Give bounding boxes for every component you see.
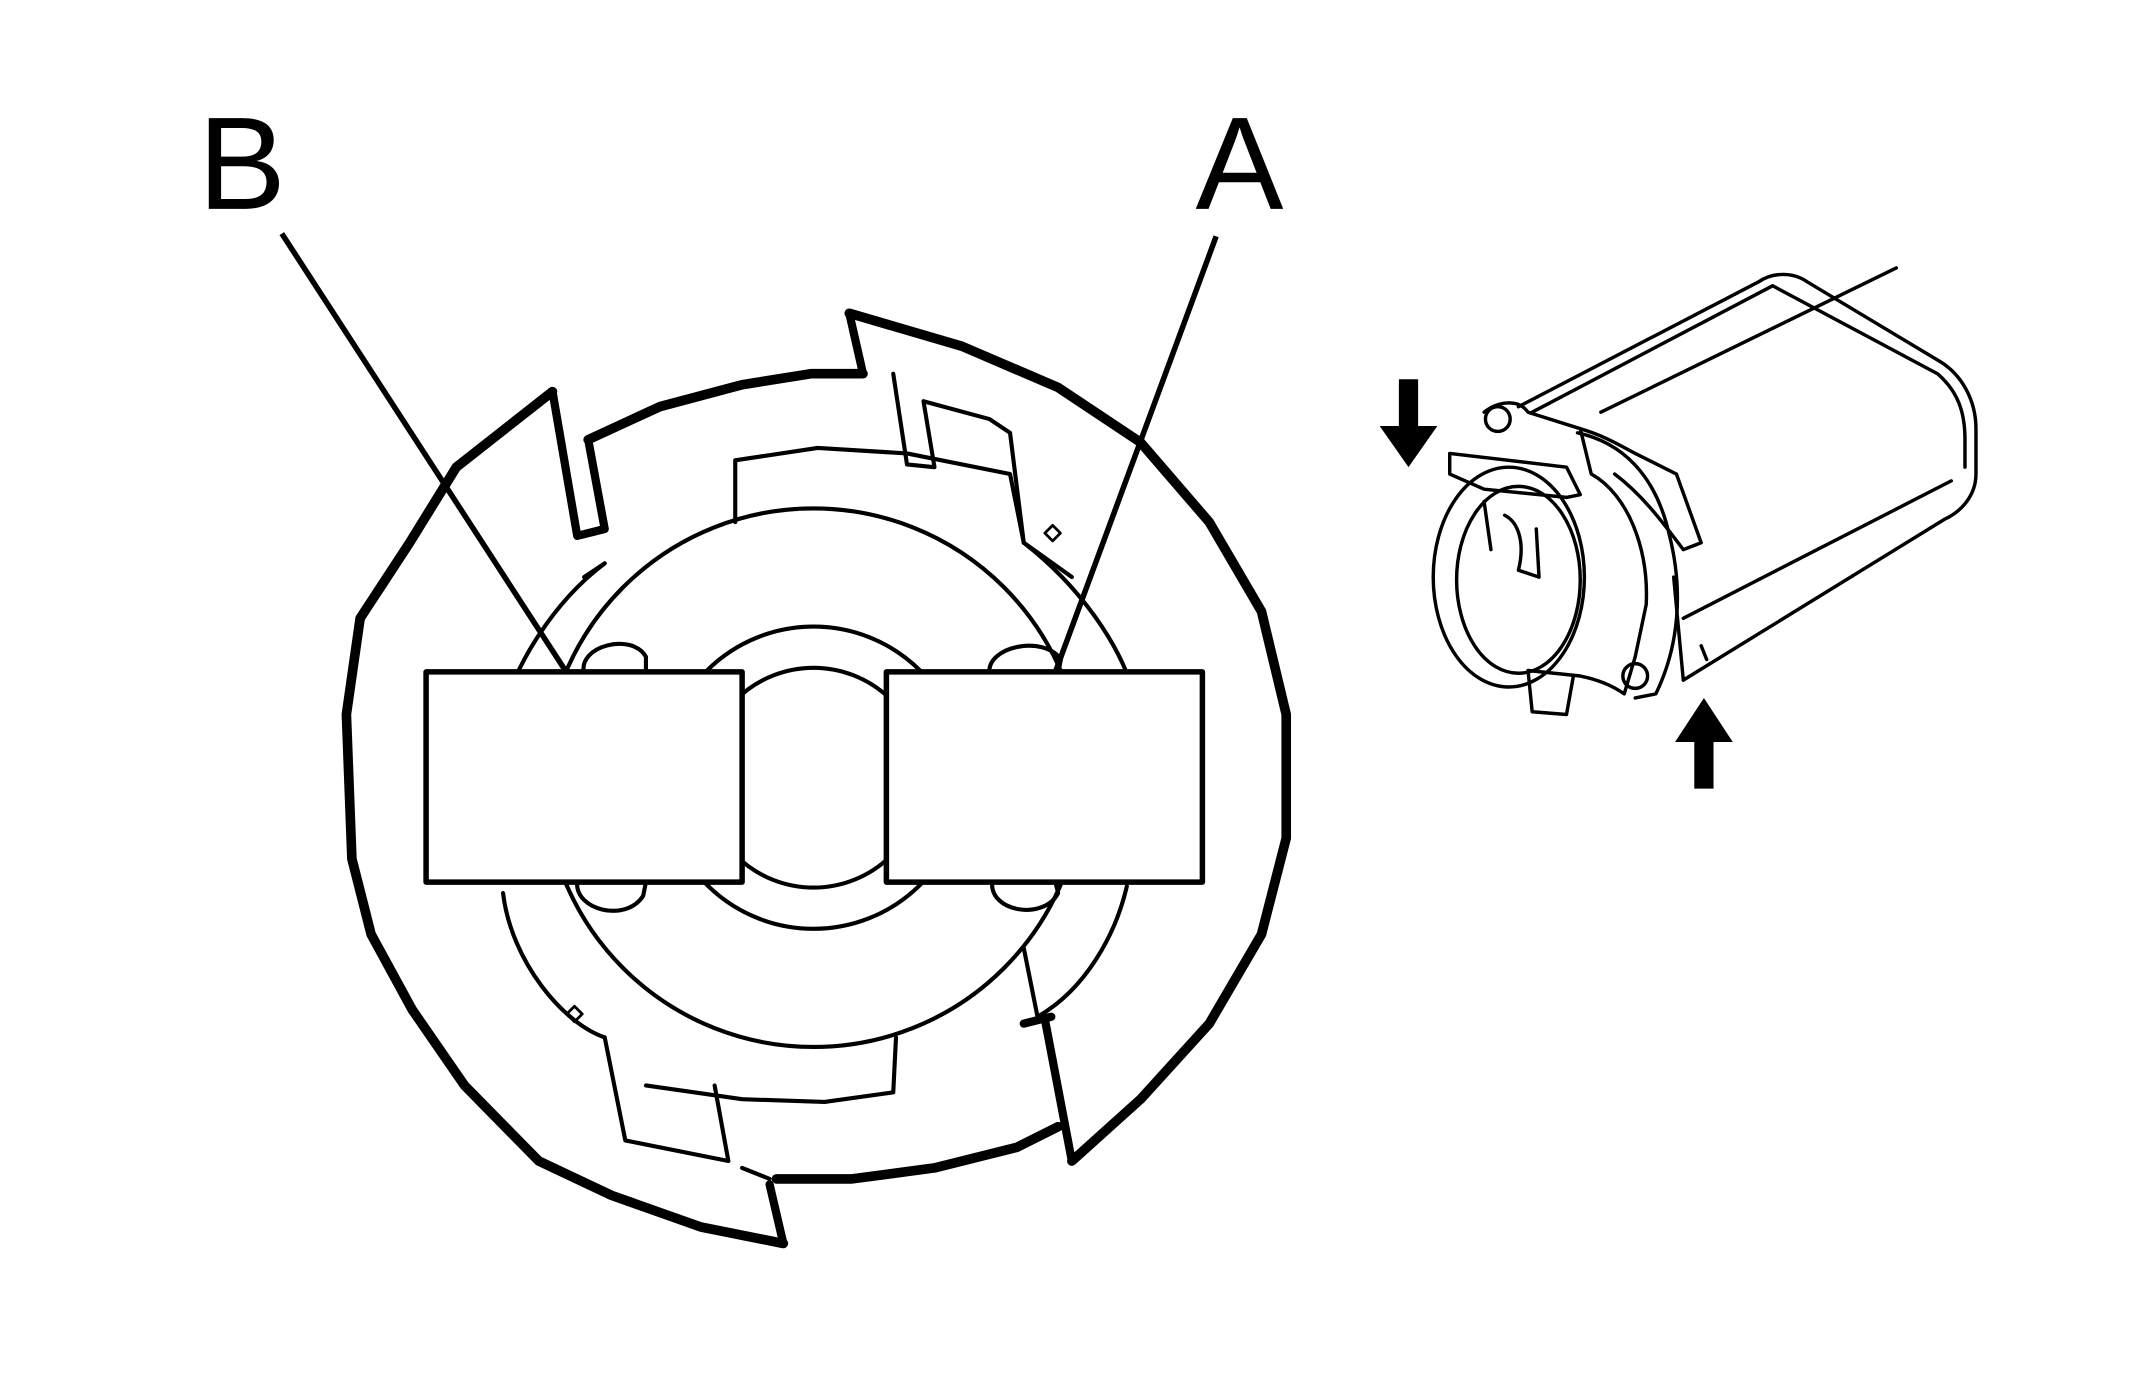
cavity-loop-a-bottom <box>990 880 1061 912</box>
leader-lines <box>279 232 1219 674</box>
front-flange-detail <box>1448 426 1703 552</box>
rear-collar <box>1671 575 1709 682</box>
lower-latch-inner <box>740 946 1040 1181</box>
locking-bump-top <box>1483 404 1512 434</box>
shell-slot-lower-left <box>765 1180 788 1248</box>
shell-slot-upper-left <box>548 387 609 540</box>
callout-label-a: A <box>1196 90 1284 237</box>
shell-slot-lower-right <box>1019 1012 1076 1166</box>
outer-shell-arc-top <box>583 368 868 445</box>
terminal-a <box>883 669 1206 885</box>
up-arrow-icon <box>1675 697 1733 789</box>
arrows <box>1379 379 1733 789</box>
front-ring-inner-detail <box>1482 499 1541 579</box>
cavity-loop-b-bottom <box>575 880 648 913</box>
front-ring-outer <box>1431 465 1587 689</box>
cavity-loop-b-top <box>581 641 648 676</box>
connector-front-view <box>341 308 1292 1249</box>
connector-body-edges <box>1530 266 1967 621</box>
lower-latch <box>602 1035 731 1164</box>
shell-slot-upper-right <box>845 309 868 378</box>
upper-latch-bar <box>733 445 1026 545</box>
leader-line-b <box>279 232 569 674</box>
connector-body <box>1516 272 1978 682</box>
outer-shell-arc-left <box>341 386 789 1249</box>
upper-latch <box>891 371 1026 545</box>
front-ring-inner <box>1454 484 1582 675</box>
outer-shell-arc-bottom <box>771 1121 1063 1184</box>
terminal-b <box>423 669 745 885</box>
down-arrow-icon <box>1379 379 1438 468</box>
rear-flange <box>1575 431 1680 700</box>
cavity-loop-a-top <box>987 643 1063 676</box>
lower-latch-bar <box>643 1035 899 1105</box>
leader-line-a <box>1052 235 1219 673</box>
middle-ring <box>500 540 1129 1040</box>
front-flange <box>1482 401 1649 717</box>
callout-label-b: B <box>198 90 286 237</box>
small-notch-top-right <box>1043 523 1062 543</box>
locking-bump-bottom <box>1621 661 1650 691</box>
outer-shell-arc-right <box>844 308 1292 1166</box>
connector-iso-view <box>1431 266 1978 717</box>
